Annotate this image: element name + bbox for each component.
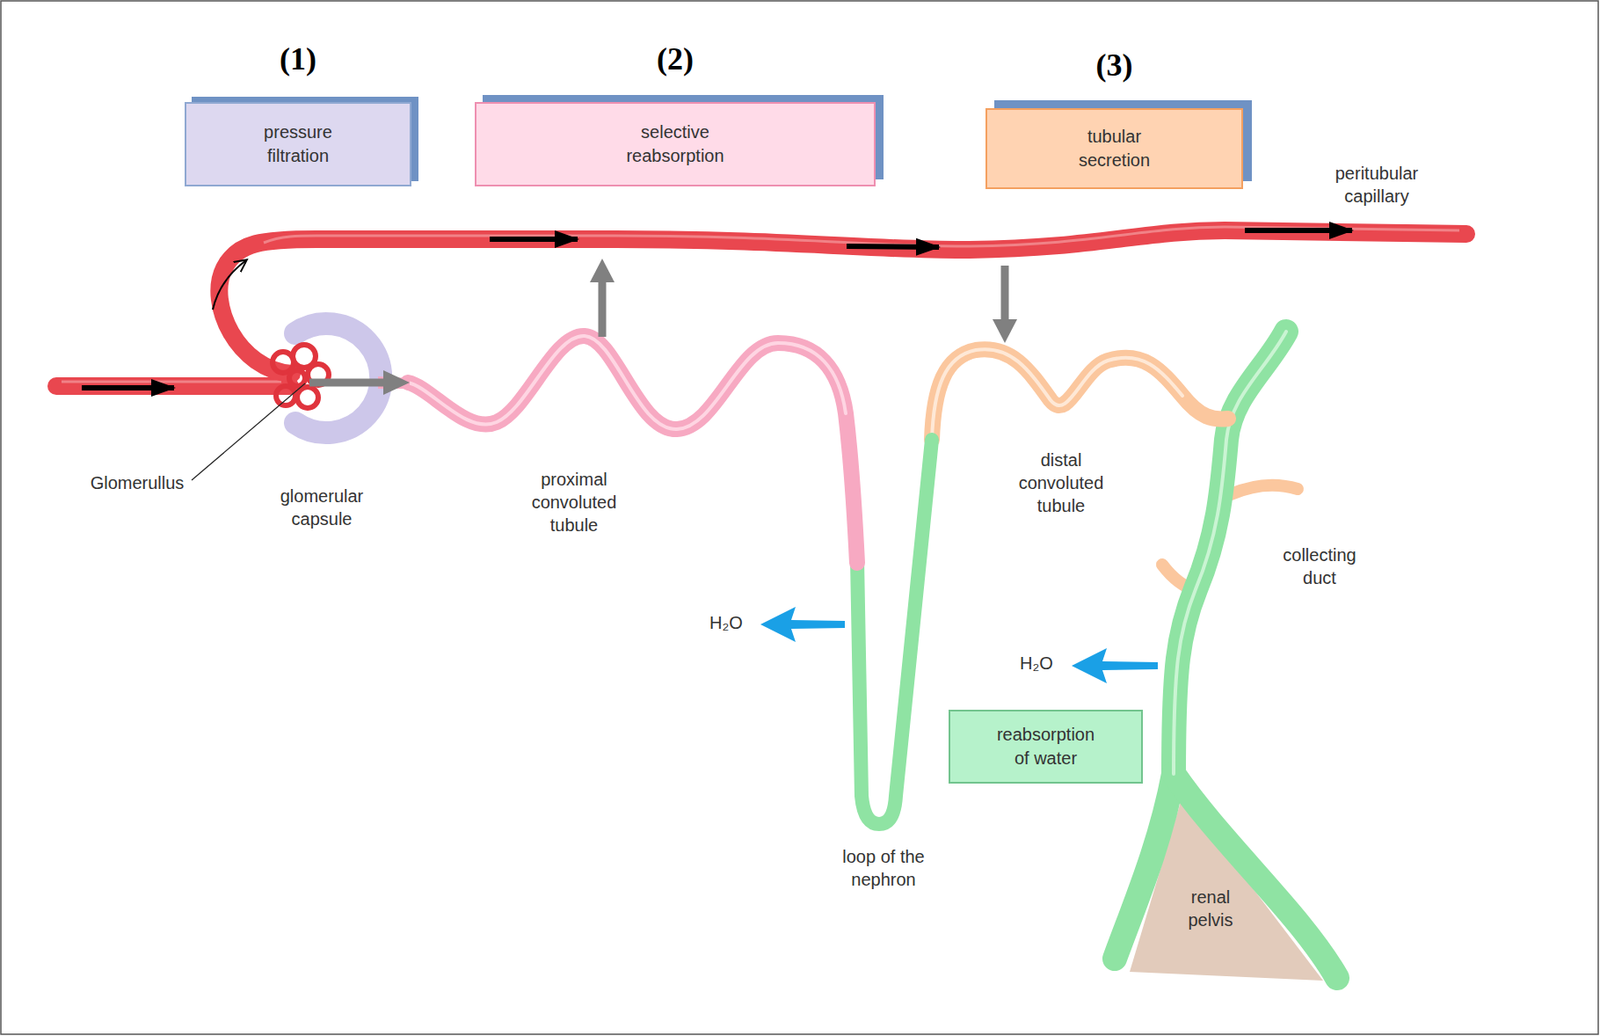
step-number: (1) <box>151 40 445 79</box>
collecting-duct-tube <box>1114 773 1174 959</box>
proximal-tubule <box>407 335 858 563</box>
step-number: (2) <box>441 40 910 79</box>
distal-tubule <box>931 349 1229 440</box>
vessel-label: peritubular capillary <box>1323 161 1430 208</box>
movement-arrow <box>1001 265 1010 322</box>
vessel-highlight <box>263 226 1460 247</box>
part-label: collecting duct <box>1271 543 1368 590</box>
part-label: loop of the nephron <box>833 844 935 891</box>
movement-arrow <box>598 279 607 337</box>
movement-arrow <box>309 378 387 387</box>
flow-arrow <box>81 385 175 391</box>
tube-highlight <box>931 349 1183 440</box>
flow-arrow <box>212 260 247 310</box>
box-text: reabsorption of water <box>989 722 1104 771</box>
part-label: distal convoluted tubule <box>1012 448 1110 517</box>
box-text: tubular secretion <box>1066 124 1164 173</box>
box-text: selective reabsorption <box>609 120 742 168</box>
flow-arrow <box>1244 227 1353 233</box>
movement-arrow-head <box>589 258 615 283</box>
flow-arrow <box>489 236 578 242</box>
part-label: proximal convoluted tubule <box>525 467 623 537</box>
water-arrow <box>760 606 845 642</box>
tubule-stub <box>1230 485 1298 495</box>
water-label: H₂O <box>709 610 743 634</box>
part-label: Glomerullus <box>90 471 185 495</box>
movement-arrow-head <box>992 319 1018 343</box>
step-number: (3) <box>952 46 1277 85</box>
peritubular-capillary-vessel <box>218 230 1467 374</box>
vessel-highlight <box>61 380 282 384</box>
glomerulus-tangle <box>272 344 329 408</box>
water-label: H₂O <box>1019 651 1054 675</box>
process-box: (2)selective reabsorption <box>474 101 876 187</box>
flow-arrow <box>846 246 939 248</box>
capillary-loop <box>276 385 296 406</box>
tube-highlight <box>407 335 846 430</box>
capillary-loop <box>289 370 306 386</box>
nephron-loop <box>857 439 932 824</box>
process-box: reabsorption of water <box>948 709 1143 784</box>
process-box: (1)pressure filtration <box>184 101 412 187</box>
capillary-loop <box>297 386 319 408</box>
part-label: glomerular capsule <box>269 484 375 531</box>
afferent-arteriole <box>56 377 291 395</box>
process-box: (3)tubular secretion <box>985 108 1244 190</box>
movement-arrow-head <box>383 370 410 395</box>
part-label: renal pelvis <box>1179 885 1242 931</box>
box-text: pressure filtration <box>249 120 347 168</box>
collecting-duct-tube <box>1173 773 1338 978</box>
leader-line <box>191 383 306 480</box>
water-arrow <box>1071 647 1158 684</box>
glomerular-capsule-shape <box>295 323 381 433</box>
